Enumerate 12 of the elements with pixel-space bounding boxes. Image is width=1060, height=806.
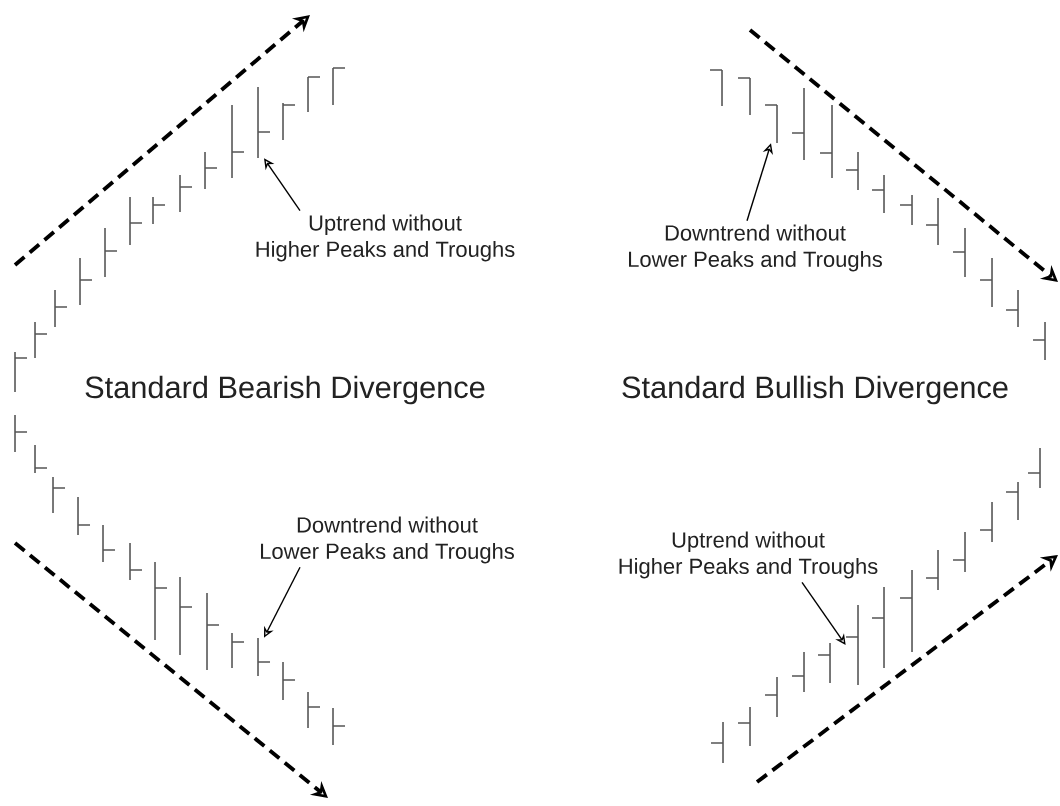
- price-bar: [845, 604, 859, 686]
- price-bar: [764, 104, 778, 144]
- annotation-text: Uptrend without Higher Peaks and Troughs: [256, 214, 515, 262]
- annotation-text: Downtrend without Lower Peaks and Troughs: [629, 224, 882, 272]
- price-bar: [257, 86, 271, 159]
- price-bar: [257, 637, 271, 677]
- section-label: Standard Bullish Divergence: [622, 375, 1008, 405]
- leader-line: [801, 581, 846, 645]
- section-label: Standard Bearish Divergence: [85, 375, 485, 405]
- annotation-text: Downtrend without Lower Peaks and Troughs: [261, 516, 514, 564]
- leader-line: [264, 158, 301, 212]
- annotation-text: Uptrend without Higher Peaks and Troughs: [619, 531, 878, 579]
